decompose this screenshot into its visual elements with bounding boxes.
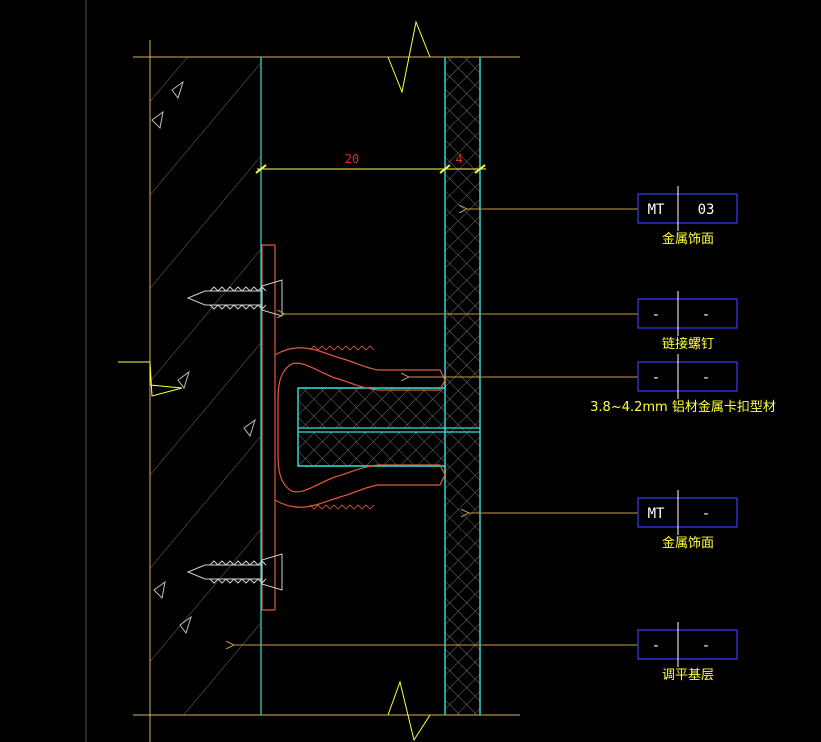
tag-code: - (652, 638, 660, 654)
tag-note: 金属饰面 (662, 231, 714, 247)
tag-number: - (702, 638, 710, 654)
dimension-line (255, 158, 486, 176)
tag-note: 金属饰面 (662, 535, 714, 551)
tag-number: - (702, 506, 710, 522)
material-tag: MT 03 (637, 186, 738, 231)
material-tag: - - (637, 622, 738, 667)
tag-code: MT (648, 202, 665, 218)
break-line-top (387, 20, 431, 94)
tag-note: 链接螺钉 (662, 336, 714, 352)
material-tag: MT - (637, 490, 738, 535)
tag-note: 调平基层 (662, 668, 714, 683)
tag-note: 3.8~4.2mm 铝材金属卡扣型材 (590, 399, 776, 415)
tag-code: - (652, 307, 660, 323)
tag-number: - (702, 370, 710, 386)
tag-code: MT (648, 506, 665, 522)
screw-bottom (186, 553, 283, 591)
break-line-bottom (387, 680, 431, 742)
material-tag: - - (637, 291, 738, 336)
aluminum-clip-profile (261, 244, 446, 611)
metal-panel (297, 57, 481, 715)
base-wall (133, 40, 520, 742)
tag-number: - (702, 307, 710, 323)
tag-number: 03 (698, 202, 715, 218)
break-line-left (118, 361, 183, 397)
dimension-value-20: 20 (345, 152, 359, 166)
dimension-value-4: 4 (455, 152, 462, 166)
material-tag: - - (637, 354, 738, 399)
tag-code: - (652, 370, 660, 386)
